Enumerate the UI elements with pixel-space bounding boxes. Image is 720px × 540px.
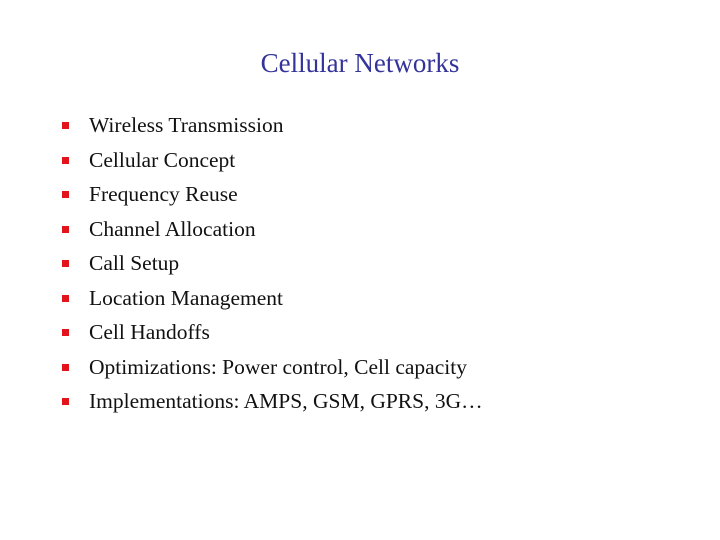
bullet-text: Cellular Concept xyxy=(89,147,236,172)
bullet-text: Optimizations: Power control, Cell capac… xyxy=(89,354,467,379)
bullet-text: Call Setup xyxy=(89,251,180,275)
square-bullet-icon xyxy=(62,122,69,130)
bullet-text: Implementations: AMPS, GSM, GPRS, 3G… xyxy=(89,389,483,413)
bullet-text: Location Management xyxy=(89,285,284,310)
bullet-text: Wireless Transmission xyxy=(89,113,284,137)
square-bullet-icon xyxy=(62,363,69,371)
square-bullet-icon xyxy=(62,191,69,199)
square-bullet-icon xyxy=(62,294,69,302)
square-bullet-icon xyxy=(62,329,69,337)
bullet-text: Channel Allocation xyxy=(89,216,256,241)
bullet-text: Cell Handoffs xyxy=(89,320,210,344)
square-bullet-icon xyxy=(62,398,69,406)
square-bullet-icon xyxy=(62,260,69,268)
square-bullet-icon xyxy=(62,225,69,233)
bullet-text: Frequency Reuse xyxy=(89,182,238,206)
square-bullet-icon xyxy=(62,156,69,164)
slide-title: Cellular Networks xyxy=(260,48,460,78)
